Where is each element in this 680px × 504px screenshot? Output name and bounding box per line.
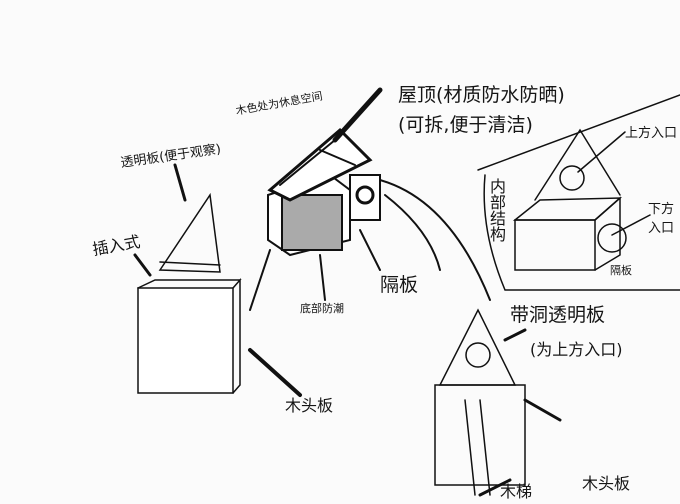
holed-panel-label: 带洞透明板 [510,304,606,326]
right-tower-sketch [434,308,562,497]
top-entrance-label: 上方入口 [625,126,678,141]
divider-label: 隔板 [380,274,419,296]
bottom-entrance-label: 下方入口 [648,202,675,236]
wood-ladder-label: 木梯 [500,482,533,501]
bottom-moisture-label: 底部防潮 [300,302,344,315]
roof-label-sub: (可拆,便于清洁) [398,114,533,136]
wood-board-right-label: 木头板 [582,474,631,493]
inner-structure-sketch [477,94,680,291]
clear-panel-sketch [133,163,221,277]
central-house [249,87,491,311]
holed-panel-label-sub: (为上方入口) [530,340,623,359]
inner-divider-label: 隔板 [610,264,632,277]
wood-board-left-label: 木头板 [285,396,334,415]
inner-structure-label: 内部结构 [487,178,506,242]
roof-label: 屋顶(材质防水防晒) [398,84,565,106]
wood-box-left [137,278,302,397]
